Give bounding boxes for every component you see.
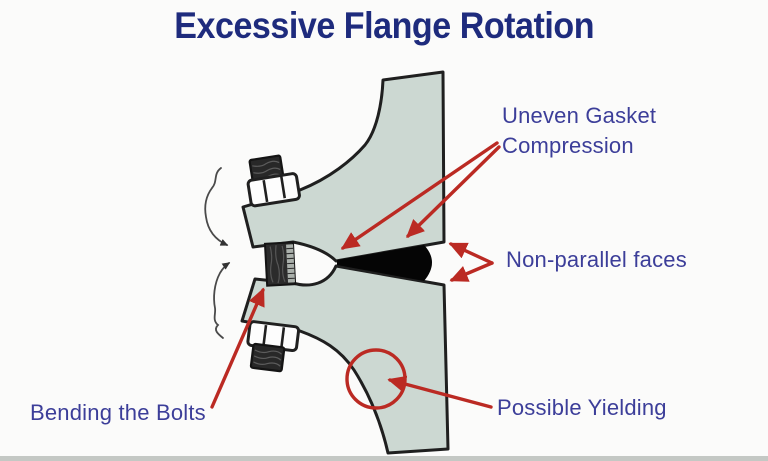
rotation-marks — [204, 167, 231, 339]
upper-bolt-nut — [246, 172, 301, 208]
upper-bolt — [246, 154, 301, 208]
yield-highlight-circle — [345, 348, 407, 410]
label-non-parallel-faces: Non-parallel faces — [506, 247, 687, 272]
label-bending-the-bolts: Bending the Bolts — [30, 400, 206, 425]
bending-bolts-arrow — [210, 287, 265, 409]
page-title-text: Excessive Flange Rotation — [174, 5, 594, 46]
bolt-shank — [263, 241, 297, 287]
gasket — [337, 245, 432, 281]
rotation-arrow-lower — [213, 262, 231, 339]
non-parallel-arrow-upper — [448, 242, 494, 265]
annotation-arrows — [210, 141, 501, 410]
non-parallel-arrow-lower — [449, 261, 494, 282]
uneven-gasket-arrow-2 — [406, 145, 501, 238]
lower-flange — [240, 264, 450, 455]
lower-bolt — [246, 320, 301, 373]
bottom-edge-strip — [0, 456, 768, 461]
label-possible-yielding: Possible Yielding — [497, 395, 667, 420]
label-uneven-gasket-compression: Uneven Gasket Compression — [502, 103, 657, 158]
uneven-gasket-arrow-1 — [340, 141, 499, 250]
page-title: Excessive Flange Rotation — [0, 5, 768, 47]
rotation-arrow-upper — [204, 167, 229, 246]
possible-yielding-arrow — [387, 375, 493, 409]
